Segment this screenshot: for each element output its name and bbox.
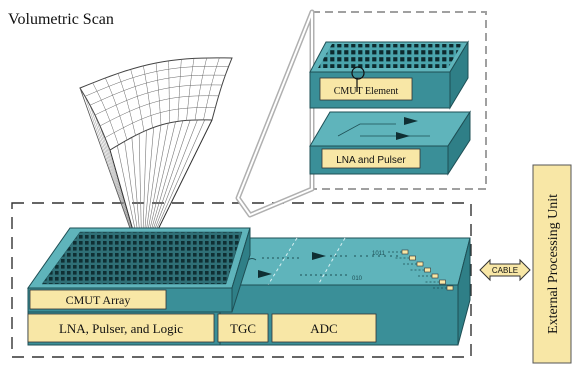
cmut-element-block: CMUT Element xyxy=(309,40,469,110)
cable-label: CABLE xyxy=(492,266,518,275)
output-pin xyxy=(416,261,424,267)
cmut-element-label: CMUT Element xyxy=(334,86,399,97)
external-processing-unit: External Processing Unit xyxy=(532,164,572,364)
output-pin xyxy=(439,279,446,285)
lna-pulser-label: LNA and Pulser xyxy=(336,155,406,166)
output-pin xyxy=(401,249,409,255)
svg-text:010: 010 xyxy=(352,276,363,282)
lna-pulser-logic-label: LNA, Pulser, and Logic xyxy=(59,321,183,336)
svg-text:1011: 1011 xyxy=(372,251,386,257)
output-pin xyxy=(409,255,416,261)
external-unit-label: External Processing Unit xyxy=(546,194,561,334)
bottom-labels: LNA, Pulser, and Logic TGC ADC xyxy=(27,313,377,343)
output-pin xyxy=(424,267,431,273)
output-pin xyxy=(446,285,454,291)
cmut-array-label: CMUT Array xyxy=(66,293,131,307)
lna-pulser-block: LNA and Pulser xyxy=(309,110,471,176)
adc-label: ADC xyxy=(310,321,337,336)
cable-arrow: CABLE xyxy=(479,258,531,282)
tgc-label: TGC xyxy=(230,321,256,336)
output-pin xyxy=(431,273,439,279)
cmut-array-plate: CMUT Array xyxy=(27,227,251,313)
diagram-title: Volumetric Scan xyxy=(8,11,114,28)
